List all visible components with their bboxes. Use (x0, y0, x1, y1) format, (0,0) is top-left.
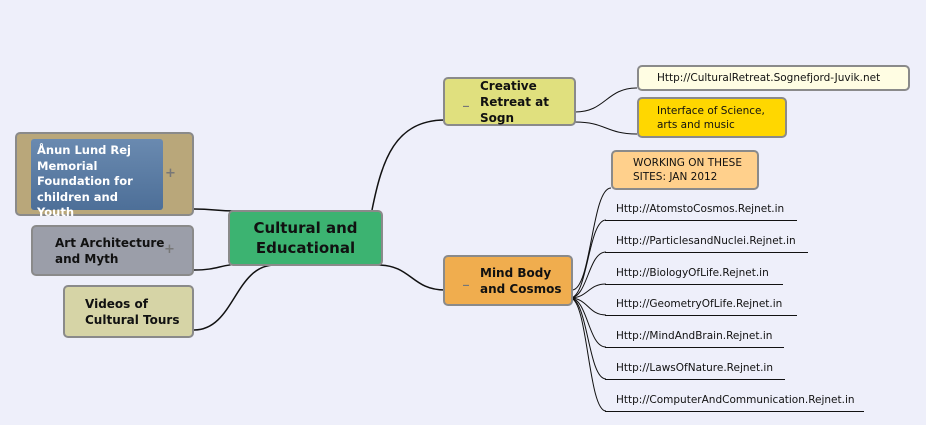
link-note (571, 187, 612, 291)
site-link[interactable]: Http://BiologyOfLife.Rejnet.in (616, 267, 769, 279)
link-site (569, 297, 607, 348)
collapse-icon[interactable]: _ (463, 272, 469, 286)
creative-url-node[interactable]: Http://CulturalRetreat.Sognefjord-Juvik.… (637, 65, 910, 91)
interface-line: arts and music (657, 118, 735, 131)
creative-url[interactable]: Http://CulturalRetreat.Sognefjord-Juvik.… (657, 72, 881, 84)
link-site (569, 297, 607, 380)
mind-line: and Cosmos (480, 281, 562, 296)
site-link-underline (605, 220, 797, 221)
videos-line: Cultural Tours (85, 312, 180, 327)
interface-line: Interface of Science, (657, 104, 765, 117)
site-link-underline (605, 252, 808, 253)
link-site (569, 219, 607, 299)
site-link[interactable]: Http://ComputerAndCommunication.Rejnet.i… (616, 394, 855, 406)
site-link-underline (605, 315, 797, 316)
site-link-underline (605, 284, 783, 285)
site-link-underline (605, 411, 864, 412)
foundation-node[interactable]: Ånun Lund Rej Memorial Foundation for ch… (15, 132, 194, 219)
mind-line: Mind Body (480, 265, 552, 280)
art-line: and Myth (55, 251, 119, 266)
foundation-line: Ånun Lund Rej (37, 143, 131, 157)
link-site (569, 283, 607, 299)
site-link-underline (605, 379, 785, 380)
creative-line: Retreat at Sogn (480, 94, 550, 125)
link-interface (574, 121, 638, 135)
interface-node[interactable]: Interface of Science,arts and music (637, 97, 787, 138)
foundation-line: Foundation for (37, 174, 133, 188)
foundation-inner: Ånun Lund Rej Memorial Foundation for ch… (31, 139, 163, 219)
site-link[interactable]: Http://GeometryOfLife.Rejnet.in (616, 298, 783, 310)
site-link-underline (605, 347, 784, 348)
collapse-icon[interactable]: _ (463, 93, 469, 107)
central-label-2: Educational (255, 239, 356, 257)
site-link[interactable]: Http://MindAndBrain.Rejnet.in (616, 330, 773, 342)
foundation-line: children and Youth (37, 189, 118, 220)
link-mind (377, 264, 446, 291)
videos-line: Videos of (85, 296, 148, 311)
art-line: Art Architecture (55, 235, 165, 250)
expand-icon[interactable]: + (164, 242, 175, 257)
note-line: SITES: JAN 2012 (633, 171, 718, 183)
link-creative (371, 119, 446, 211)
link-site (569, 251, 607, 299)
site-link[interactable]: Http://LawsOfNature.Rejnet.in (616, 362, 773, 374)
link-creative-url (574, 87, 638, 113)
link-site (569, 297, 607, 412)
central-label-1: Cultural and (253, 219, 358, 237)
working-note-node[interactable]: WORKING ON THESE SITES: JAN 2012 (611, 150, 759, 190)
creative-line: Creative (480, 78, 537, 93)
expand-icon[interactable]: + (165, 166, 176, 181)
foundation-line: Memorial (37, 158, 98, 173)
site-link[interactable]: Http://ParticlesandNuclei.Rejnet.in (616, 235, 796, 247)
note-line: WORKING ON THESE (633, 157, 742, 169)
site-link[interactable]: Http://AtomstoCosmos.Rejnet.in (616, 203, 785, 215)
link-videos (193, 264, 276, 331)
